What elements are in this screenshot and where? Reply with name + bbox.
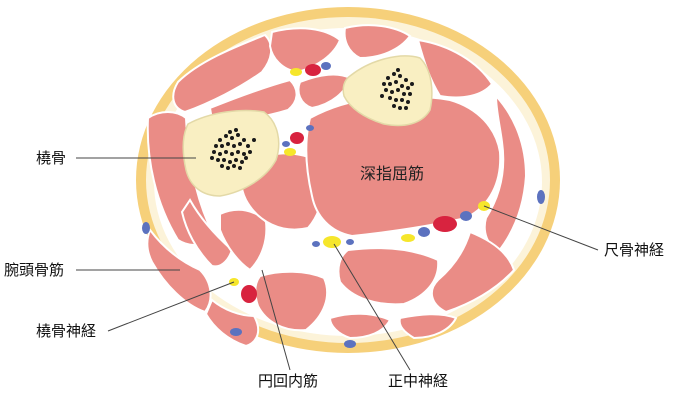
muscle-top-center	[268, 27, 342, 74]
artery-top	[305, 64, 321, 76]
leader-radial-nerve	[107, 281, 235, 332]
vein-superficial-right	[537, 190, 545, 204]
vein-median-b	[312, 241, 320, 247]
label-pronator-teres: 円回内筋	[258, 372, 319, 390]
label-median-nerve: 正中神経	[388, 372, 449, 390]
vein-mid-a	[306, 125, 314, 131]
leader-ulnar-nerve	[483, 205, 599, 251]
artery-ulnar	[433, 216, 457, 232]
leader-median-nerve	[333, 243, 411, 371]
muscle-bottom-left	[204, 298, 260, 348]
vein-superficial-bottom	[230, 328, 242, 336]
label-fdp: 深指屈筋	[360, 164, 425, 183]
vein-superficial-left	[142, 222, 150, 234]
muscle-group	[146, 24, 528, 348]
artery-radial	[241, 285, 257, 303]
nerve-median	[323, 236, 341, 248]
muscle-top-left	[172, 33, 273, 114]
label-brachioradialis: 腕頭骨筋	[4, 261, 65, 279]
ulna-marrow	[380, 68, 414, 110]
muscle-supinator	[219, 208, 268, 272]
muscle-upper-small	[297, 73, 352, 110]
muscle-left-band	[180, 198, 234, 268]
vein-ulnar-b	[418, 227, 430, 237]
label-radial-nerve: 橈骨神経	[36, 322, 97, 340]
muscle-top-right-small	[343, 24, 412, 60]
nerve-ulnar-small	[401, 234, 415, 242]
label-ulnar-nerve: 尺骨神経	[604, 241, 665, 259]
artery-mid	[290, 132, 304, 144]
vein-ulnar-a	[460, 211, 472, 221]
muscle-bottom-right	[398, 313, 458, 340]
muscle-brachioradialis	[146, 227, 212, 314]
vein-mid-b	[282, 141, 290, 147]
label-radius: 橈骨	[36, 149, 67, 167]
vessels-and-nerves	[142, 62, 545, 348]
vein-top	[321, 62, 331, 70]
leader-lines	[76, 157, 599, 371]
leader-pronator-teres	[261, 269, 291, 371]
muscle-right-lower	[430, 230, 516, 314]
nerve-mid	[284, 148, 296, 156]
muscle-bottom-center	[337, 247, 440, 306]
vein-median-a	[346, 239, 354, 245]
muscle-bottom-small	[328, 312, 392, 340]
nerve-top	[290, 68, 302, 76]
radius-marrow	[210, 128, 256, 170]
vein-superficial-bottom-right	[344, 340, 356, 348]
